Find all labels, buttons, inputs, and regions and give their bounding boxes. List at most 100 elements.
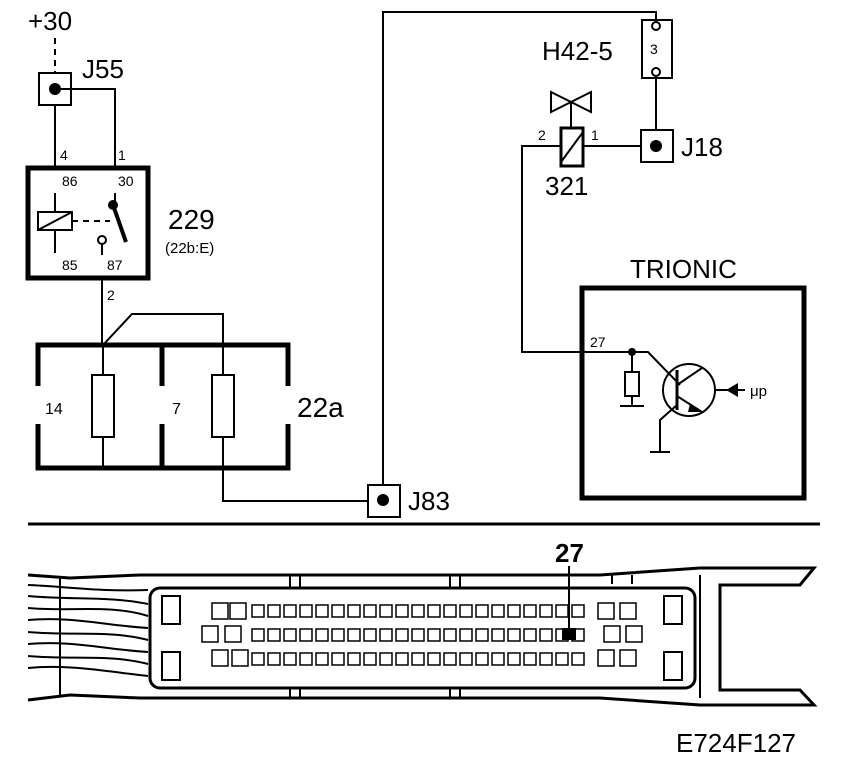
connector-pin-27: [491, 604, 505, 618]
connector-pin-9: [619, 602, 637, 620]
wire-pin-2: 2: [107, 287, 115, 303]
connector-pin-49: [507, 628, 521, 642]
ecu-resistor-icon: [624, 371, 640, 397]
valve-321: [550, 90, 592, 168]
wire-pin-1: 1: [118, 147, 126, 163]
connector-pin-7: [603, 625, 621, 643]
fuse-14-icon: [91, 374, 115, 438]
relay-pin-30: 30: [118, 173, 134, 189]
connector-pin-15: [299, 604, 313, 618]
connector-pin-59: [331, 652, 345, 666]
j18-label: J18: [681, 132, 723, 162]
j83-label: J83: [408, 486, 450, 516]
connector-pin-26: [475, 604, 489, 618]
connector-pin-35: [283, 628, 297, 642]
connector-pin-55: [267, 652, 281, 666]
connector-pin-2: [211, 649, 229, 667]
connector-pin-41: [379, 628, 393, 642]
connector-pin-1: [201, 625, 219, 643]
wire-valve-ecu27: [521, 145, 632, 353]
wire-fuse7-j83: [222, 468, 368, 502]
fuse-14-label: 14: [45, 401, 63, 418]
connector-pin-65: [427, 652, 441, 666]
connector-pin-36: [299, 628, 313, 642]
connector-pin-48: [491, 628, 505, 642]
connector-pin-60: [347, 652, 361, 666]
connector-pin-0: [211, 602, 229, 620]
connector-pin-74: [571, 652, 585, 666]
wire-j83-h42: [382, 11, 657, 485]
valve-label: 321: [545, 171, 588, 201]
connector-pin-68: [475, 652, 489, 666]
h42-pin-label: 3: [650, 41, 658, 57]
connector-pin-34: [267, 628, 281, 642]
connector-pin-40: [363, 628, 377, 642]
connector-pin-63: [395, 652, 409, 666]
connector-pin-11: [619, 649, 637, 667]
fuse-7-icon: [211, 374, 235, 438]
connector-pin-28: [507, 604, 521, 618]
supply-label: +30: [28, 6, 72, 36]
connector-pin-71: [523, 652, 537, 666]
relay-229: [25, 165, 151, 281]
connector-pin-5: [231, 649, 249, 667]
connector-pin-32: [571, 604, 585, 618]
connector-pin-21: [395, 604, 409, 618]
connector-pin-38: [331, 628, 345, 642]
connector-pin-24: [443, 604, 457, 618]
connector-pin-22: [411, 604, 425, 618]
wire-j55-pin30: [55, 88, 116, 168]
connector-pin-43: [411, 628, 425, 642]
h42-label: H42-5: [542, 36, 613, 66]
ecu-pin-27: 27: [590, 334, 606, 350]
relay-pin-87: 87: [107, 257, 123, 273]
connector-pin-grid: [201, 602, 643, 667]
connector-pin-31: [555, 604, 569, 618]
connector-pin-19: [363, 604, 377, 618]
connector-pin-25: [459, 604, 473, 618]
valve-pin-1: 1: [591, 127, 599, 143]
connector-pin-16: [315, 604, 329, 618]
connector-pin-3: [229, 602, 247, 620]
relay-id: 229: [168, 204, 215, 235]
connector-pin-69: [491, 652, 505, 666]
connector-pin-56: [283, 652, 297, 666]
j83-connector: [367, 484, 401, 518]
connector-pin-14: [283, 604, 297, 618]
relay-switch-icon: [111, 204, 128, 243]
relay-pin-86: 86: [62, 173, 78, 189]
connector-pin-18: [347, 604, 361, 618]
connector-pin-61: [363, 652, 377, 666]
figure-code: E724F127: [676, 728, 796, 758]
connector-pin-57: [299, 652, 313, 666]
relay-pin-85: 85: [62, 257, 78, 273]
fuse-box-label: 22a: [297, 392, 344, 423]
fuse-box-22a: [35, 313, 291, 471]
relay-ref: (22b:E): [165, 240, 214, 257]
connector-pin-58: [315, 652, 329, 666]
connector-pin-29: [523, 604, 537, 618]
connector-pin-51: [539, 628, 553, 642]
connector-pin-39: [347, 628, 361, 642]
connector-pin-4: [224, 625, 242, 643]
connector-pin-73: [555, 652, 569, 666]
j55-label: J55: [82, 54, 124, 84]
connector-pin-64: [411, 652, 425, 666]
connector-pin-17: [331, 604, 345, 618]
connector-pin-66: [443, 652, 457, 666]
connector-pin-callout: 27: [555, 538, 584, 568]
connector-pin-47: [475, 628, 489, 642]
connector-pin-44: [427, 628, 441, 642]
connector-pin-30: [539, 604, 553, 618]
connector-pin-50: [523, 628, 537, 642]
connector-pin-8: [597, 649, 615, 667]
valve-pin-2: 2: [538, 127, 546, 143]
connector-pin-72: [539, 652, 553, 666]
j18-connector: [640, 129, 674, 163]
trionic-ecu: [579, 285, 807, 501]
connector-pin-13: [267, 604, 281, 618]
connector-pin-45: [443, 628, 457, 642]
connector-pin-10: [625, 625, 643, 643]
connector-pin-67: [459, 652, 473, 666]
